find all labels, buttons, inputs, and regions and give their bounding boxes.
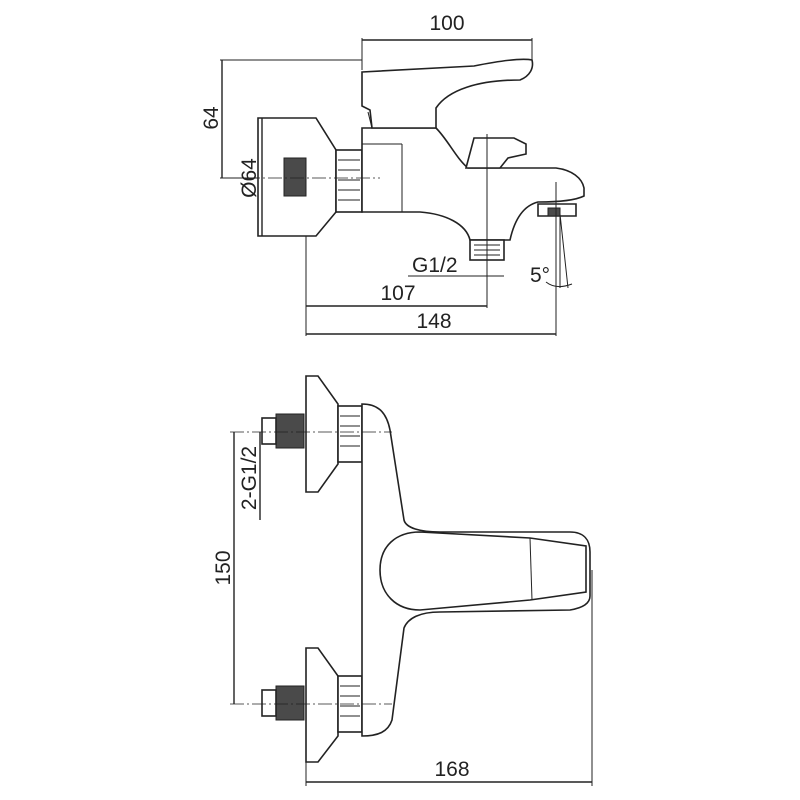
top-inlet-upper [275, 413, 305, 449]
side-inlet-thread [283, 157, 307, 197]
top-flange-upper [305, 375, 339, 493]
top-nut-upper [337, 405, 363, 463]
dim-height: 64 [200, 106, 223, 130]
dim-handle-width: 100 [429, 12, 464, 35]
dim-center-distance: 150 [212, 550, 235, 585]
dim-spout-connection: G1/2 [412, 254, 458, 277]
top-inlet-lower [275, 685, 305, 721]
dim-total-depth: 148 [416, 310, 451, 333]
top-flange-lower [305, 647, 339, 763]
dim-connections: 2-G1/2 [238, 446, 261, 510]
dim-flange-diameter: Ø64 [238, 158, 261, 198]
dim-total-length: 168 [434, 758, 469, 781]
top-view: 2-G1/2 150 168 [212, 375, 593, 786]
top-handle [379, 531, 587, 611]
side-view: 100 64 Ø64 G1/2 107 148 5° [200, 12, 585, 336]
dim-outlet-offset: 107 [380, 282, 415, 305]
side-diverter-knob [464, 137, 527, 169]
side-handle-lever [361, 58, 534, 129]
side-swivel-nut [335, 149, 363, 213]
dim-spout-angle: 5° [530, 264, 550, 287]
